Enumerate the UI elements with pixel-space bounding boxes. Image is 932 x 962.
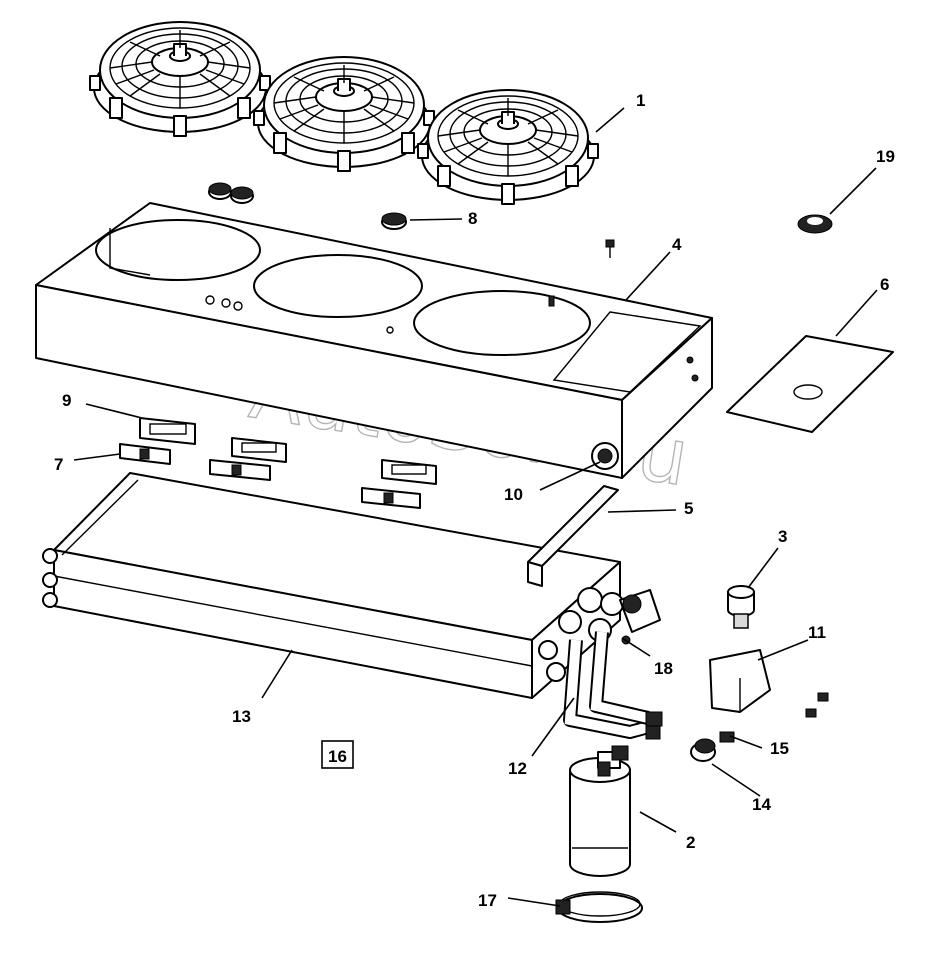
screw xyxy=(605,239,615,258)
callout-7: 7 xyxy=(54,455,63,474)
callout-2: 2 xyxy=(686,833,695,852)
callout-15: 15 xyxy=(770,739,789,758)
fan-right xyxy=(417,89,599,205)
pressure-switch xyxy=(727,585,755,629)
evaporator-core xyxy=(42,472,621,699)
mounting-bar xyxy=(527,485,619,587)
leader-lines xyxy=(73,107,878,907)
callout-16-box xyxy=(321,740,354,769)
housing xyxy=(35,202,713,479)
callout-5: 5 xyxy=(684,499,693,518)
callout-labels: 1 2 3 4 5 6 7 8 9 10 11 12 13 14 15 16 1… xyxy=(54,91,895,910)
fan-left xyxy=(89,21,271,137)
callout-3: 3 xyxy=(778,527,787,546)
callout-13: 13 xyxy=(232,707,251,726)
grommets xyxy=(208,182,407,230)
callout-18: 18 xyxy=(654,659,673,678)
callout-6: 6 xyxy=(880,275,889,294)
fan-assembly xyxy=(89,21,599,205)
callout-12: 12 xyxy=(508,759,527,778)
callout-4: 4 xyxy=(672,235,682,254)
callout-9: 9 xyxy=(62,391,71,410)
receiver-drier xyxy=(569,745,631,877)
fan-middle xyxy=(253,56,435,172)
valve-fittings xyxy=(538,587,661,682)
pipe-assembly xyxy=(563,631,663,740)
cover-plate xyxy=(726,335,894,433)
callout-16: 16 xyxy=(328,747,347,766)
seal-ring xyxy=(797,214,833,234)
callout-10: 10 xyxy=(504,485,523,504)
callout-14: 14 xyxy=(752,795,771,814)
lower-brackets xyxy=(119,443,421,509)
fitting-14 xyxy=(690,738,716,762)
callout-11: 11 xyxy=(808,623,826,642)
callout-1: 1 xyxy=(636,91,645,110)
upper-brackets xyxy=(139,417,437,485)
switch-cover xyxy=(709,649,771,713)
callout-17: 17 xyxy=(478,891,497,910)
clamp xyxy=(555,891,643,923)
callout-8: 8 xyxy=(468,209,477,228)
callout-19: 19 xyxy=(876,147,895,166)
cover-screws xyxy=(805,692,829,718)
